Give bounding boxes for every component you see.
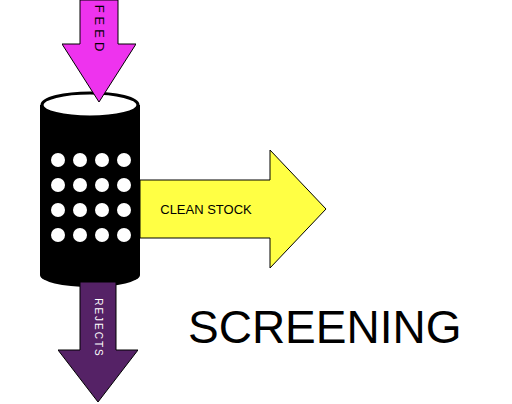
arrow-label: FEED [92,5,107,56]
screen-hole [51,203,65,217]
screen-hole [117,153,131,167]
feed-arrow: FEED [62,0,136,104]
cylinder-top [42,93,138,117]
clean-stock-arrow: CLEAN STOCK [130,150,328,268]
screen-hole [117,178,131,192]
screen-hole [117,203,131,217]
screen-hole [73,228,87,242]
screen-hole [95,203,109,217]
screen-hole [117,228,131,242]
arrow-outline [62,0,136,102]
screen-holes [51,153,131,242]
screen-hole [51,228,65,242]
screen-hole [95,228,109,242]
arrow-outline [140,150,326,268]
screen-hole [73,203,87,217]
arrow-label: REJECTS [93,298,104,358]
screen-hole [95,153,109,167]
arrow-outline [58,282,138,402]
screen-hole [73,153,87,167]
diagram-title: SCREENING [188,300,461,354]
screen-hole [73,178,87,192]
screen-hole [51,153,65,167]
rejects-arrow: REJECTS [58,282,138,404]
screen-hole [95,178,109,192]
screen-hole [51,178,65,192]
cylinder-body [40,105,140,275]
arrow-label: CLEAN STOCK [160,202,252,217]
